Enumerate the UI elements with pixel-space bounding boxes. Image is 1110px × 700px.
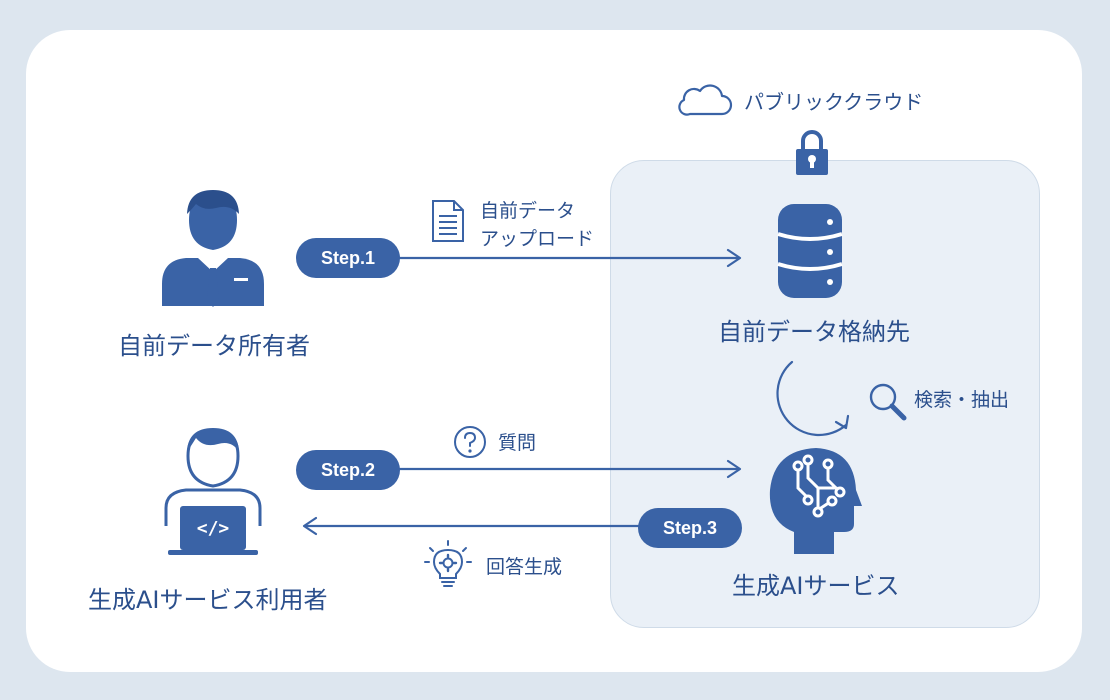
database-icon xyxy=(777,204,843,298)
service-user-label: 生成AIサービス利用者 xyxy=(88,586,328,614)
data-owner-label: 自前データ所有者 xyxy=(118,332,310,360)
document-icon xyxy=(432,200,464,242)
lightbulb-icon xyxy=(424,540,472,587)
retrieval-loop-arrowhead xyxy=(834,414,850,430)
step1-badge: Step.1 xyxy=(296,238,400,278)
step1-caption-line1: 自前データ xyxy=(480,200,576,222)
question-icon xyxy=(454,426,486,458)
data-owner-icon xyxy=(162,190,264,307)
step2-caption: 質問 xyxy=(498,432,537,454)
cloud-icon xyxy=(678,84,733,116)
step1-arrowhead xyxy=(726,248,742,268)
step3-badge: Step.3 xyxy=(638,508,742,548)
lock-icon xyxy=(796,130,828,175)
step2-arrowhead xyxy=(726,459,742,479)
step1-caption-line2: アップロード xyxy=(480,228,595,250)
retrieval-loop-arrow xyxy=(776,360,848,437)
public-cloud-label: パブリッククラウド xyxy=(744,90,924,114)
svg-text:</>: </> xyxy=(197,518,230,539)
step2-badge: Step.2 xyxy=(296,450,400,490)
ai-service-label: 生成AIサービス xyxy=(732,572,900,600)
storage-label: 自前データ格納先 xyxy=(718,318,910,346)
search-icon xyxy=(869,383,907,421)
step3-caption: 回答生成 xyxy=(486,556,563,578)
ai-head-icon xyxy=(769,448,862,554)
retrieval-label: 検索・抽出 xyxy=(914,389,1010,411)
step3-arrowhead xyxy=(302,516,318,536)
service-user-icon: </> xyxy=(164,428,262,555)
